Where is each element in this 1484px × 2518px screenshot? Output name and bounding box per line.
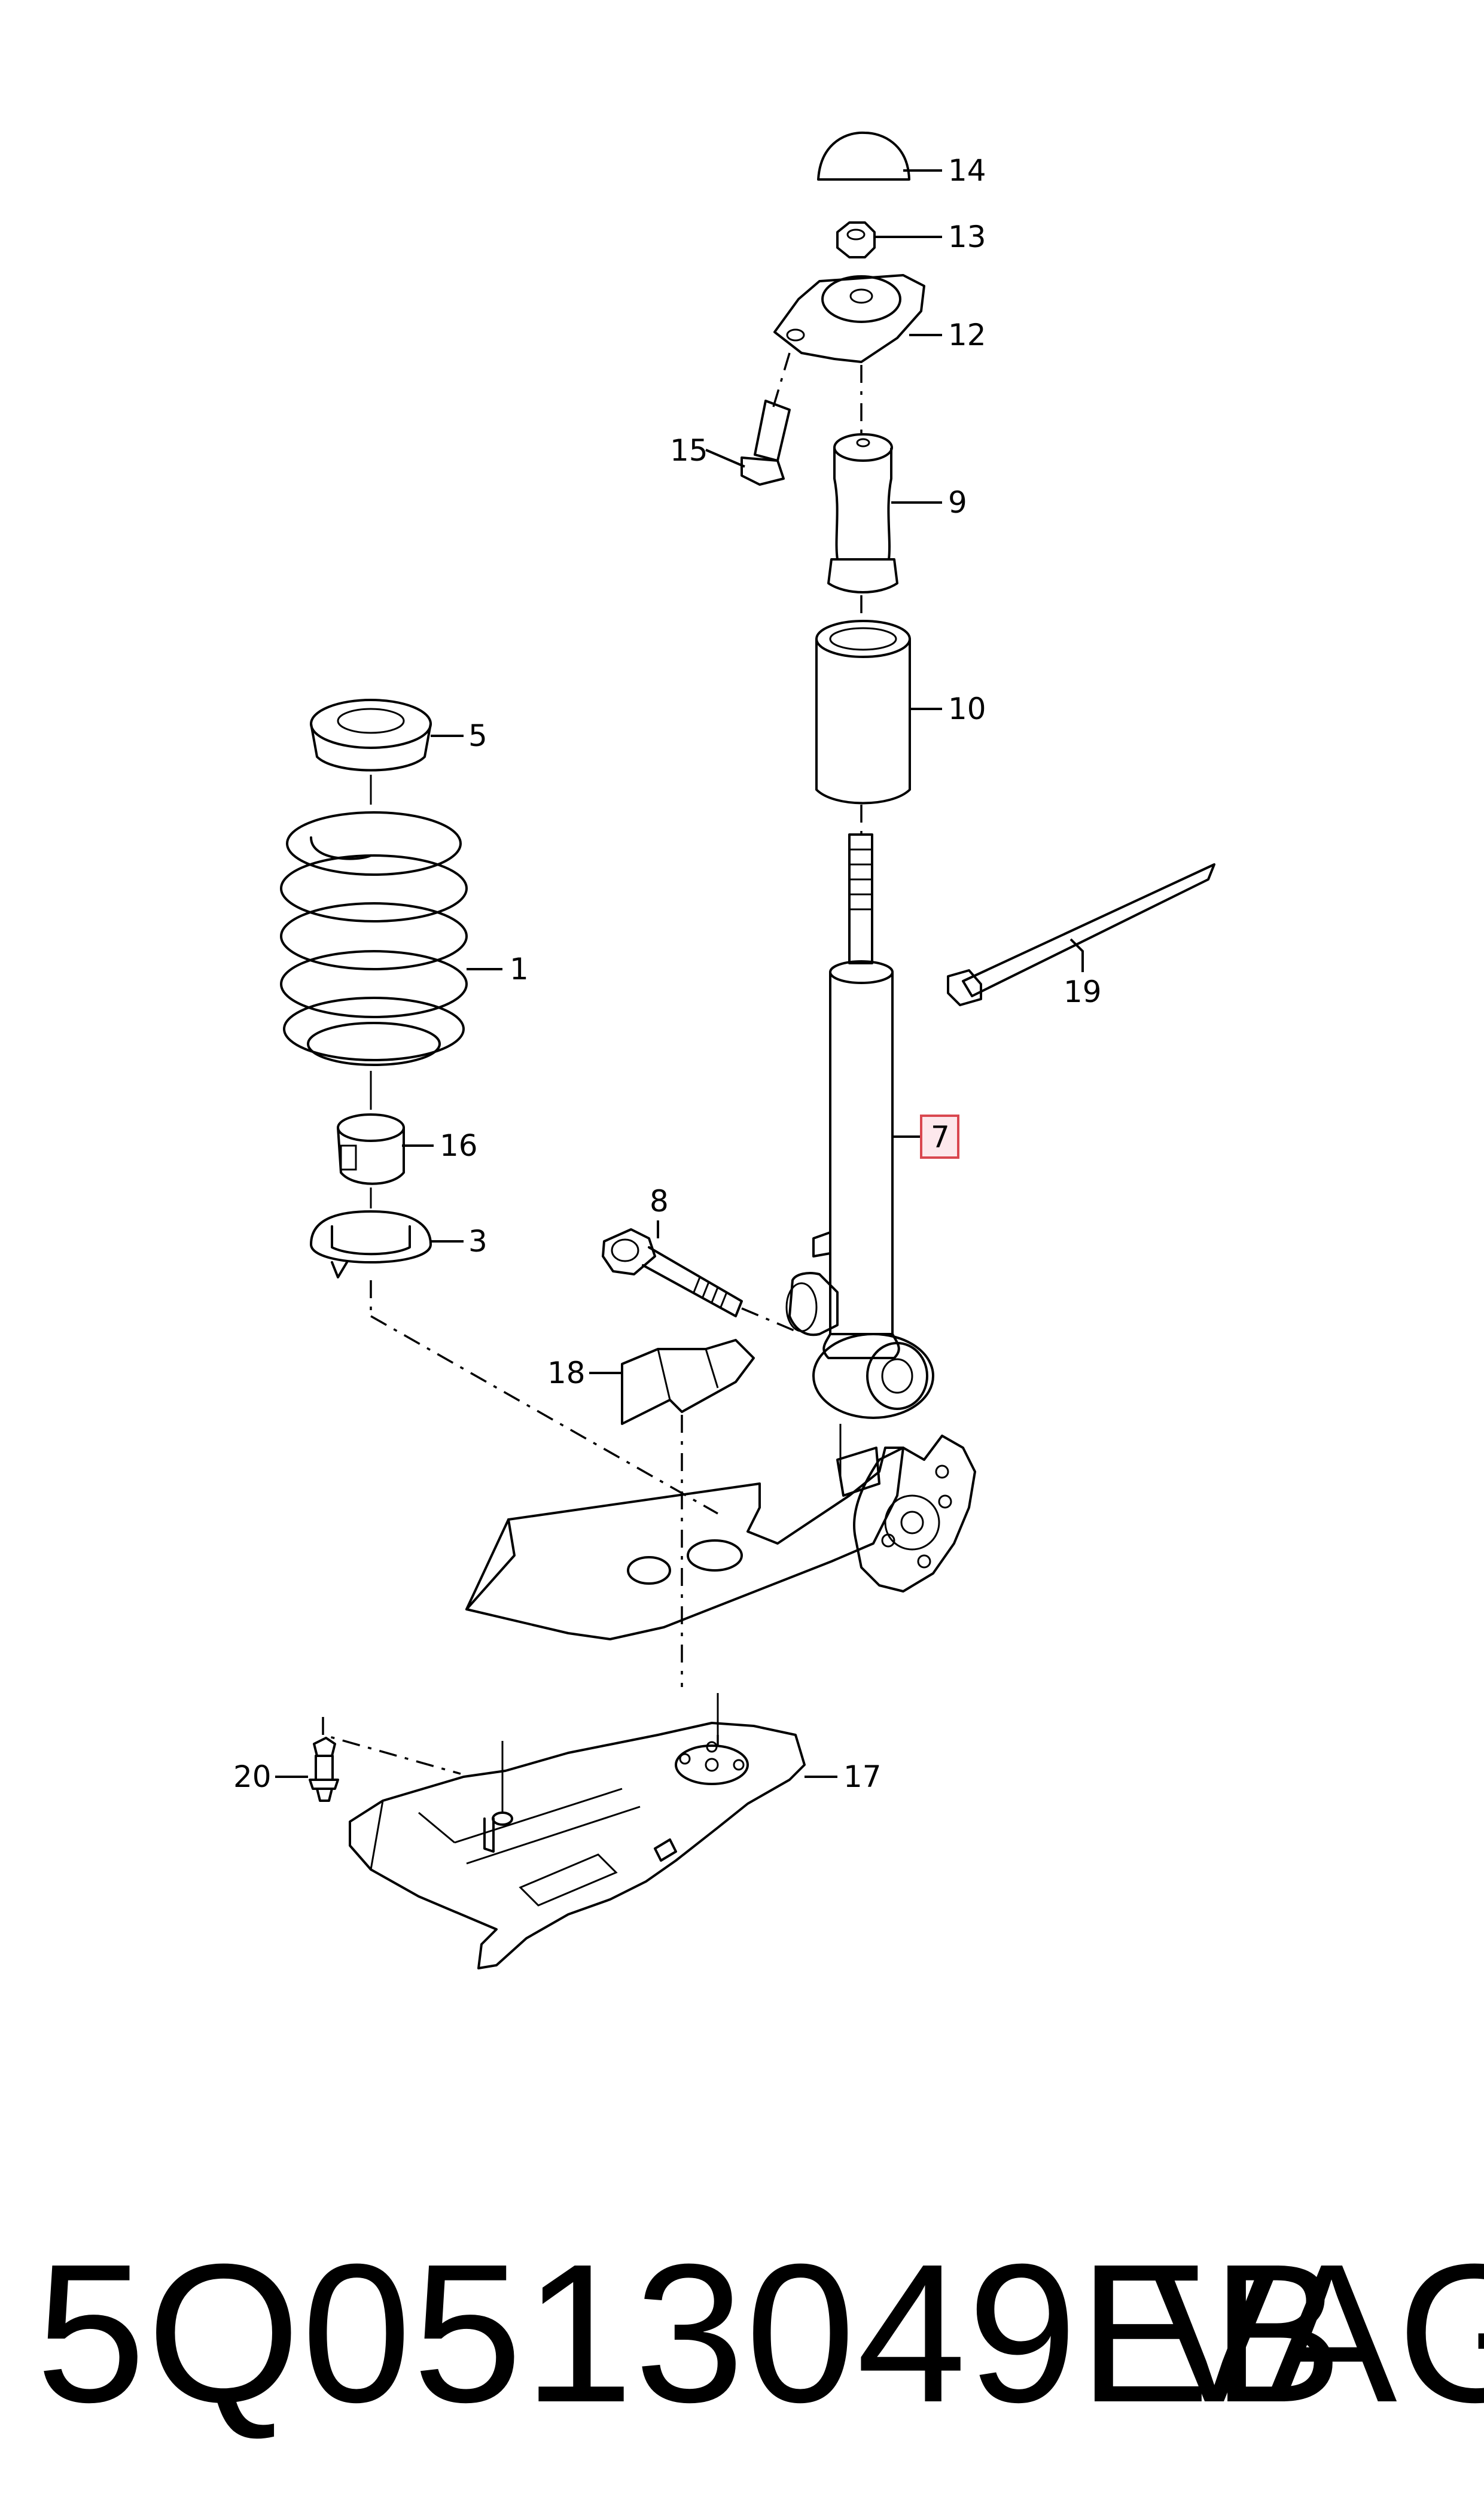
part-10-protective-sleeve — [815, 595, 942, 805]
callout-5: 5 — [468, 718, 487, 753]
part-8-bolt — [602, 1220, 796, 1332]
part-13-nut — [836, 221, 942, 258]
callout-15: 15 — [670, 433, 708, 468]
part-9-bump-stop — [827, 365, 942, 593]
part-18-bracket — [589, 1339, 755, 1687]
part-5-upper-spring-seat — [310, 699, 464, 772]
part-3-lower-spring-seat — [310, 1188, 718, 1515]
part-16-spacer — [337, 1071, 434, 1185]
callout-13: 13 — [948, 220, 986, 254]
part-12-top-mount — [773, 274, 942, 363]
callout-9: 9 — [948, 485, 967, 520]
part-15-bolt — [705, 352, 791, 486]
footer: 5Q0513049EB VAG — [0, 2219, 1484, 2447]
part-number: 5Q0513049EB — [36, 2222, 1345, 2443]
callout-12: 12 — [948, 318, 986, 352]
callout-18: 18 — [547, 1356, 586, 1390]
part-7-shock-absorber — [785, 805, 959, 1419]
callout-7: 7 — [931, 1120, 950, 1155]
exploded-parts-diagram: 14 13 12 15 9 10 5 19 1 7 16 8 3 18 17 2… — [233, 131, 1215, 1969]
callout-1: 1 — [510, 952, 529, 987]
callout-3: 3 — [468, 1224, 487, 1259]
part-14-dust-cap — [817, 131, 942, 181]
rear-axle-structure — [465, 1424, 976, 1735]
part-19-cable-tie — [947, 863, 1215, 1006]
part-20-clip — [275, 1737, 339, 1802]
callout-10: 10 — [948, 692, 986, 726]
callout-14: 14 — [948, 153, 986, 188]
part-1-coil-spring — [280, 775, 502, 1066]
callout-16: 16 — [440, 1128, 478, 1163]
callout-17: 17 — [843, 1759, 882, 1794]
part-7-highlight-box — [920, 1115, 959, 1159]
callout-20: 20 — [233, 1759, 272, 1794]
callout-8: 8 — [650, 1184, 669, 1219]
callout-19: 19 — [1064, 975, 1102, 1009]
part-17-underbody-panel — [322, 1717, 837, 1969]
brand-label: VAG — [1148, 2222, 1484, 2443]
